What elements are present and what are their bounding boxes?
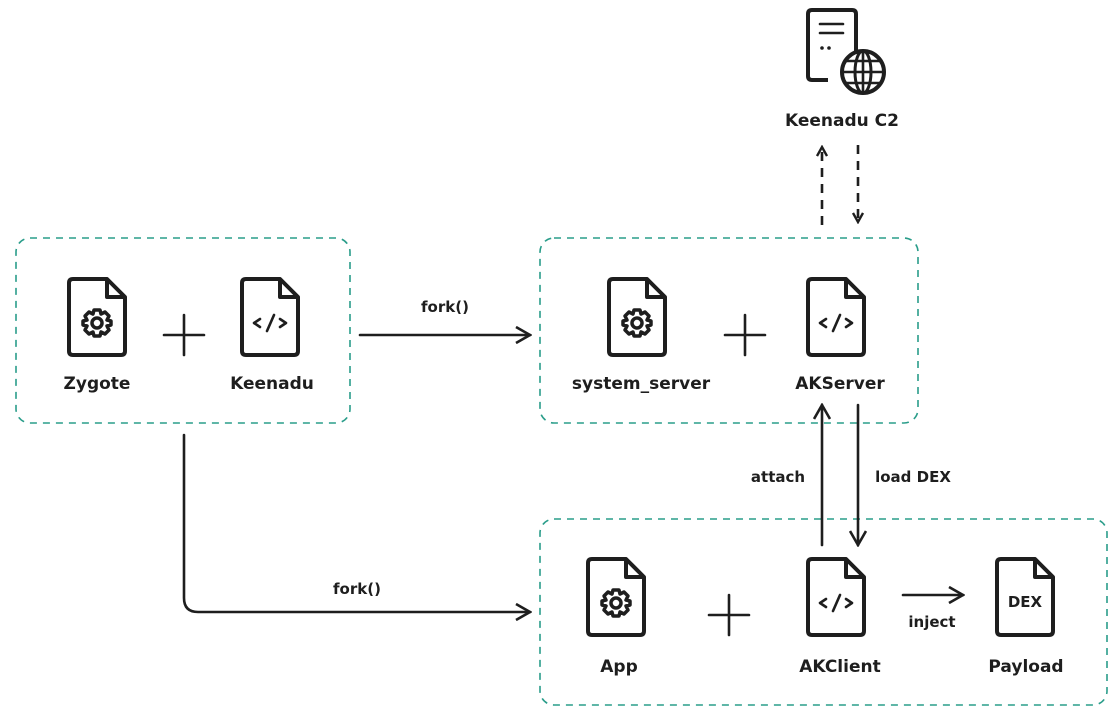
- code-document-icon: [240, 277, 300, 357]
- gear-document-icon: [67, 277, 127, 357]
- app-label: App: [600, 657, 638, 677]
- keenadu-label: Keenadu: [230, 374, 314, 394]
- node-system-server: system_server: [572, 277, 711, 394]
- fork-label: fork(): [333, 580, 381, 598]
- code-document-icon: [806, 557, 866, 637]
- node-app: App: [586, 557, 646, 677]
- node-payload: DEX Payload: [988, 557, 1064, 677]
- plus-icon: [723, 313, 767, 357]
- attach-label: attach: [751, 468, 805, 486]
- fork-label: fork(): [421, 298, 469, 316]
- inject-label: inject: [908, 613, 955, 631]
- node-zygote: Zygote: [64, 277, 131, 394]
- fork-arrow-app: [182, 433, 530, 612]
- node-akserver: AKServer: [795, 277, 885, 394]
- gear-document-icon: [586, 557, 646, 637]
- zygote-label: Zygote: [64, 374, 131, 394]
- dex-badge: DEX: [1008, 593, 1043, 611]
- node-keenadu-c2: Keenadu C2: [785, 8, 899, 131]
- code-document-icon: [806, 277, 866, 357]
- plus-icon: [707, 593, 751, 637]
- node-akclient: AKClient: [799, 557, 881, 677]
- server-globe-icon: [806, 8, 886, 95]
- keenadu-c2-label: Keenadu C2: [785, 111, 899, 131]
- node-keenadu: Keenadu: [230, 277, 314, 394]
- plus-icon: [162, 313, 206, 357]
- app-process-group: [539, 518, 1108, 706]
- akserver-label: AKServer: [795, 374, 885, 394]
- load-dex-label: load DEX: [875, 468, 951, 486]
- system-server-label: system_server: [572, 374, 711, 394]
- akclient-label: AKClient: [799, 657, 880, 677]
- payload-label: Payload: [988, 657, 1063, 677]
- system-server-process-group: [539, 237, 919, 424]
- zygote-process-group: [15, 237, 351, 424]
- gear-document-icon: [607, 277, 667, 357]
